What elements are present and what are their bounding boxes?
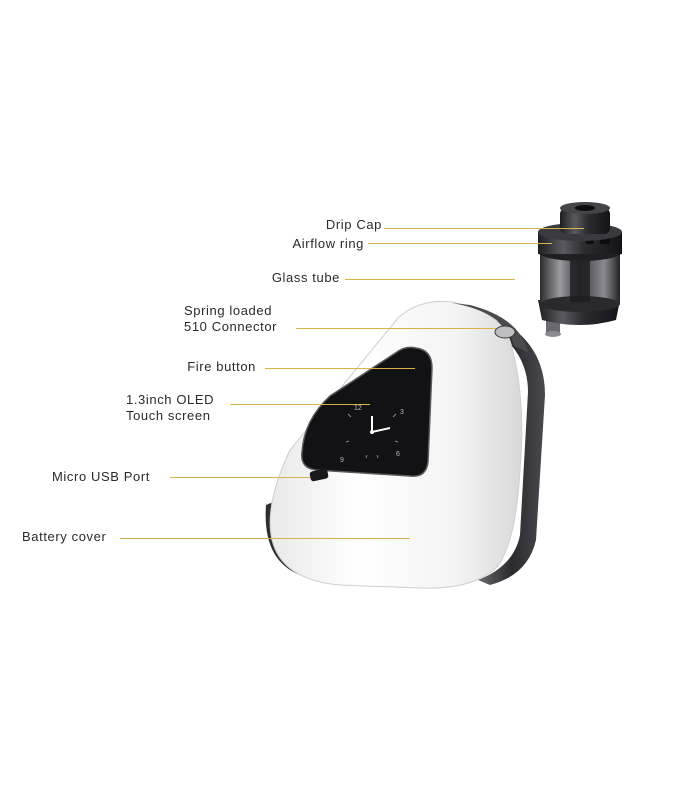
atomizer-tank xyxy=(538,202,622,337)
leader-line-battery-cover xyxy=(120,538,410,539)
leader-line-oled xyxy=(230,404,370,405)
leader-line-airflow-ring xyxy=(368,243,552,244)
screen-panel: 12 3 6 9 xyxy=(301,346,433,477)
micro-usb-port xyxy=(309,468,329,482)
mod-body-left-edge xyxy=(265,500,320,580)
clock-number-12: 12 xyxy=(354,405,362,412)
leader-line-spring-loaded xyxy=(296,328,496,329)
label-battery-cover: Battery cover xyxy=(22,529,107,544)
oled-clock: 12 3 6 9 xyxy=(340,405,404,464)
clock-number-9: 9 xyxy=(340,457,344,464)
connector-plate xyxy=(452,303,528,352)
label-oled: 1.3inch OLED xyxy=(126,392,215,407)
label-glass-tube: Glass tube xyxy=(271,270,340,285)
label-drip-cap: Drip Cap xyxy=(325,217,382,232)
510-connector xyxy=(494,325,516,339)
label-micro-usb: Micro USB Port xyxy=(52,469,150,484)
leader-line-drip-cap xyxy=(384,228,584,229)
label-spring-loaded: Spring loaded xyxy=(184,303,273,318)
leader-line-fire-button xyxy=(265,368,415,369)
leader-line-micro-usb xyxy=(170,477,310,478)
clock-number-3: 3 xyxy=(400,409,404,416)
label-510-connector: 510 Connector xyxy=(184,319,278,334)
label-fire-button: Fire button xyxy=(187,359,256,374)
label-airflow-ring: Airflow ring xyxy=(292,236,364,251)
mod-body-right-side xyxy=(478,320,545,585)
clock-number-6: 6 xyxy=(396,451,400,458)
leader-line-glass-tube xyxy=(345,279,515,280)
label-touch-screen: Touch screen xyxy=(126,408,211,423)
